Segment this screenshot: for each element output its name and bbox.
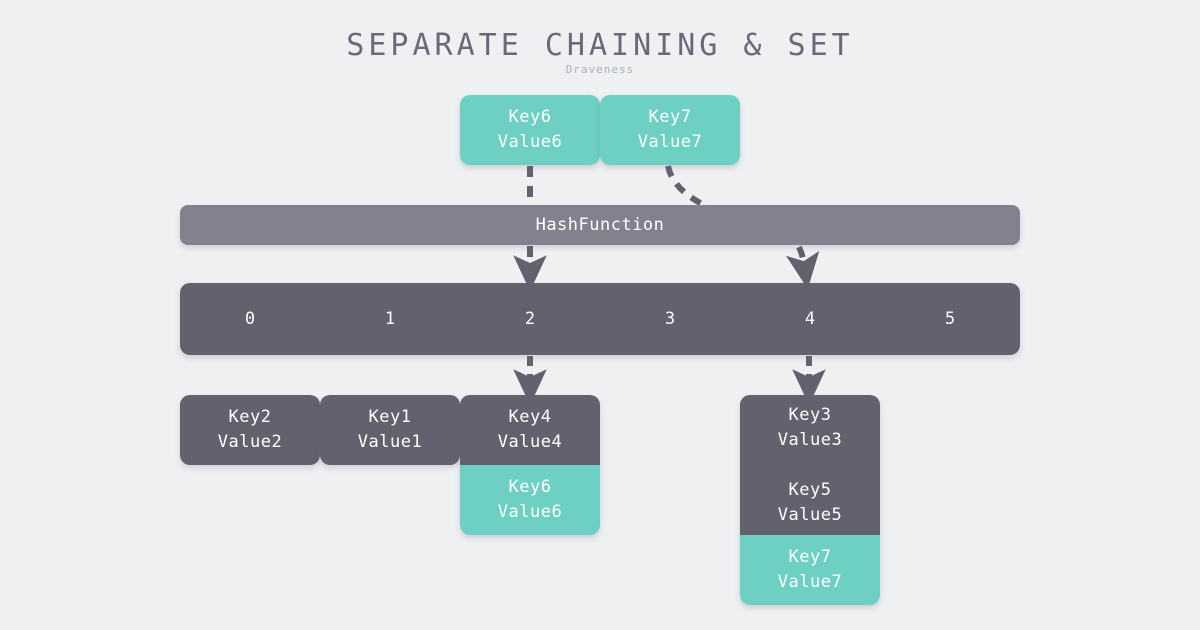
entry-key: Key6	[508, 477, 552, 497]
hash-function-label: HashFunction	[535, 215, 665, 235]
entry-key: Key3	[788, 404, 832, 425]
entry-value: Value5	[777, 504, 843, 525]
chain-entry[interactable]: Key4 Value4	[460, 395, 600, 465]
chain-entry-group[interactable]: Key3 Value3 Key5 Value5	[740, 395, 880, 535]
page-subtitle: Draveness	[565, 63, 635, 76]
bucket-index-3[interactable]: 3	[664, 309, 676, 329]
bucket-array: 0 1 2 3 4 5	[180, 283, 1020, 355]
entry-key: Key7	[648, 107, 692, 127]
chain-bucket-1: Key1 Value1	[320, 395, 460, 465]
entry-key: Key7	[788, 547, 832, 567]
entry-key: Key2	[228, 407, 272, 427]
chain-bucket-2: Key4 Value4 Key6 Value6	[460, 395, 600, 535]
bucket-index-2[interactable]: 2	[524, 309, 536, 329]
entry-key: Key4	[508, 407, 552, 427]
entry-value: Value4	[497, 432, 563, 452]
entry-key: Key5	[788, 479, 832, 500]
chain-entry-new[interactable]: Key7 Value7	[740, 535, 880, 605]
incoming-entry-key7[interactable]: Key7 Value7	[600, 95, 740, 165]
entry-key: Key1	[368, 407, 412, 427]
entry-value: Value2	[217, 432, 283, 452]
entry-spacer	[805, 453, 816, 478]
chain-entry[interactable]: Key2 Value2	[180, 395, 320, 465]
hash-function-band: HashFunction	[180, 205, 1020, 245]
page-title: SEPARATE CHAINING & SET	[346, 28, 854, 63]
chain-bucket-4: Key3 Value3 Key5 Value5 Key7 Value7	[740, 395, 880, 605]
entry-value: Value6	[497, 502, 563, 522]
bucket-index-5[interactable]: 5	[944, 309, 956, 329]
chain-entry-new[interactable]: Key6 Value6	[460, 465, 600, 535]
entry-key: Key6	[508, 107, 552, 127]
bucket-index-0[interactable]: 0	[244, 309, 256, 329]
bucket-index-1[interactable]: 1	[384, 309, 396, 329]
bucket-index-4[interactable]: 4	[804, 309, 816, 329]
entry-value: Value7	[637, 132, 703, 152]
chain-entry[interactable]: Key1 Value1	[320, 395, 460, 465]
entry-value: Value3	[777, 429, 843, 450]
entry-value: Value6	[497, 132, 563, 152]
entry-value: Value1	[357, 432, 423, 452]
incoming-entry-key6[interactable]: Key6 Value6	[460, 95, 600, 165]
entry-value: Value7	[777, 572, 843, 592]
chain-bucket-0: Key2 Value2	[180, 395, 320, 465]
